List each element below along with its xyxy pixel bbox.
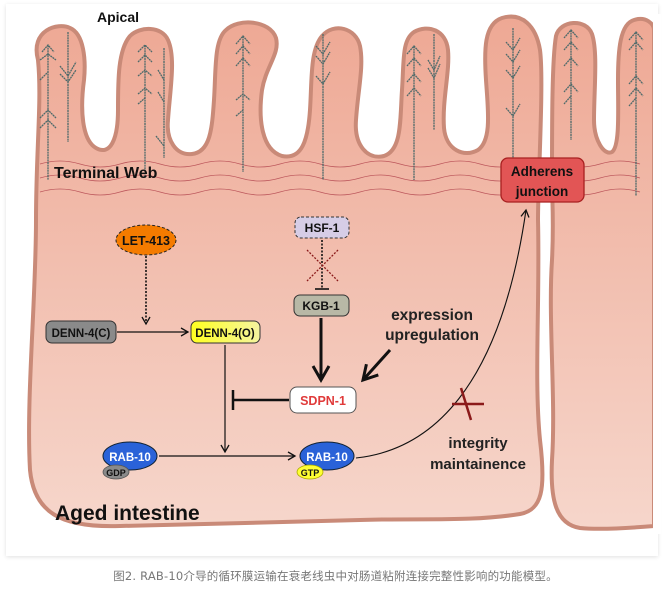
sdpn-1-label: SDPN-1 xyxy=(300,394,346,408)
let-413-label: LET-413 xyxy=(122,234,170,248)
rab-10-gdp-node: RAB-10 GDP xyxy=(102,441,158,480)
adherens-label-line2: junction xyxy=(515,184,569,199)
aged-intestine-label: Aged intestine xyxy=(55,502,200,525)
rab-10-gtp-node: RAB-10 GTP xyxy=(296,441,355,480)
intestine-model-diagram: Apical Terminal Web Aged intestine Adher… xyxy=(27,9,661,534)
figure-caption: 图2. RAB-10介导的循环膜运输在衰老线虫中对肠道粘附连接完整性影响的功能模… xyxy=(113,569,558,583)
gtp-label: GTP xyxy=(301,468,320,478)
actin-filaments xyxy=(39,28,644,196)
terminal-web-label: Terminal Web xyxy=(54,165,158,182)
blocked-x-mark-hsf xyxy=(306,249,339,282)
denn-4-closed-node: DENN-4(C) xyxy=(45,320,117,344)
adherens-junction-node: Adherens junction xyxy=(500,157,585,203)
denn-4-closed-label: DENN-4(C) xyxy=(52,328,111,340)
gdp-label: GDP xyxy=(106,468,126,478)
sdpn-1-node: SDPN-1 xyxy=(289,386,357,414)
rab-10-gdp-label: RAB-10 xyxy=(109,452,151,464)
adherens-label-line1: Adherens xyxy=(511,164,573,179)
right-crop-edge xyxy=(653,14,661,534)
integrity-label: integrity xyxy=(448,435,508,452)
upregulation-arrow xyxy=(360,348,392,383)
upregulation-label: upregulation xyxy=(385,327,479,344)
neighbor-cell xyxy=(548,17,656,531)
kgb-1-node: KGB-1 xyxy=(293,294,350,317)
rab-10-to-adherens-arrow xyxy=(355,208,530,459)
let-413-node: LET-413 xyxy=(115,224,177,256)
expression-label: expression xyxy=(391,307,473,324)
maintainence-label: maintainence xyxy=(430,456,526,473)
hsf-1-label: HSF-1 xyxy=(305,221,340,235)
apical-label: Apical xyxy=(97,9,139,25)
kgb-1-label: KGB-1 xyxy=(302,299,340,313)
blocked-x-mark-integrity xyxy=(452,387,484,421)
hsf-1-node: HSF-1 xyxy=(294,216,350,239)
denn-4-open-label: DENN-4(O) xyxy=(195,328,255,340)
rab-10-gtp-label: RAB-10 xyxy=(306,452,348,464)
denn-4-open-node: DENN-4(O) xyxy=(190,320,261,344)
